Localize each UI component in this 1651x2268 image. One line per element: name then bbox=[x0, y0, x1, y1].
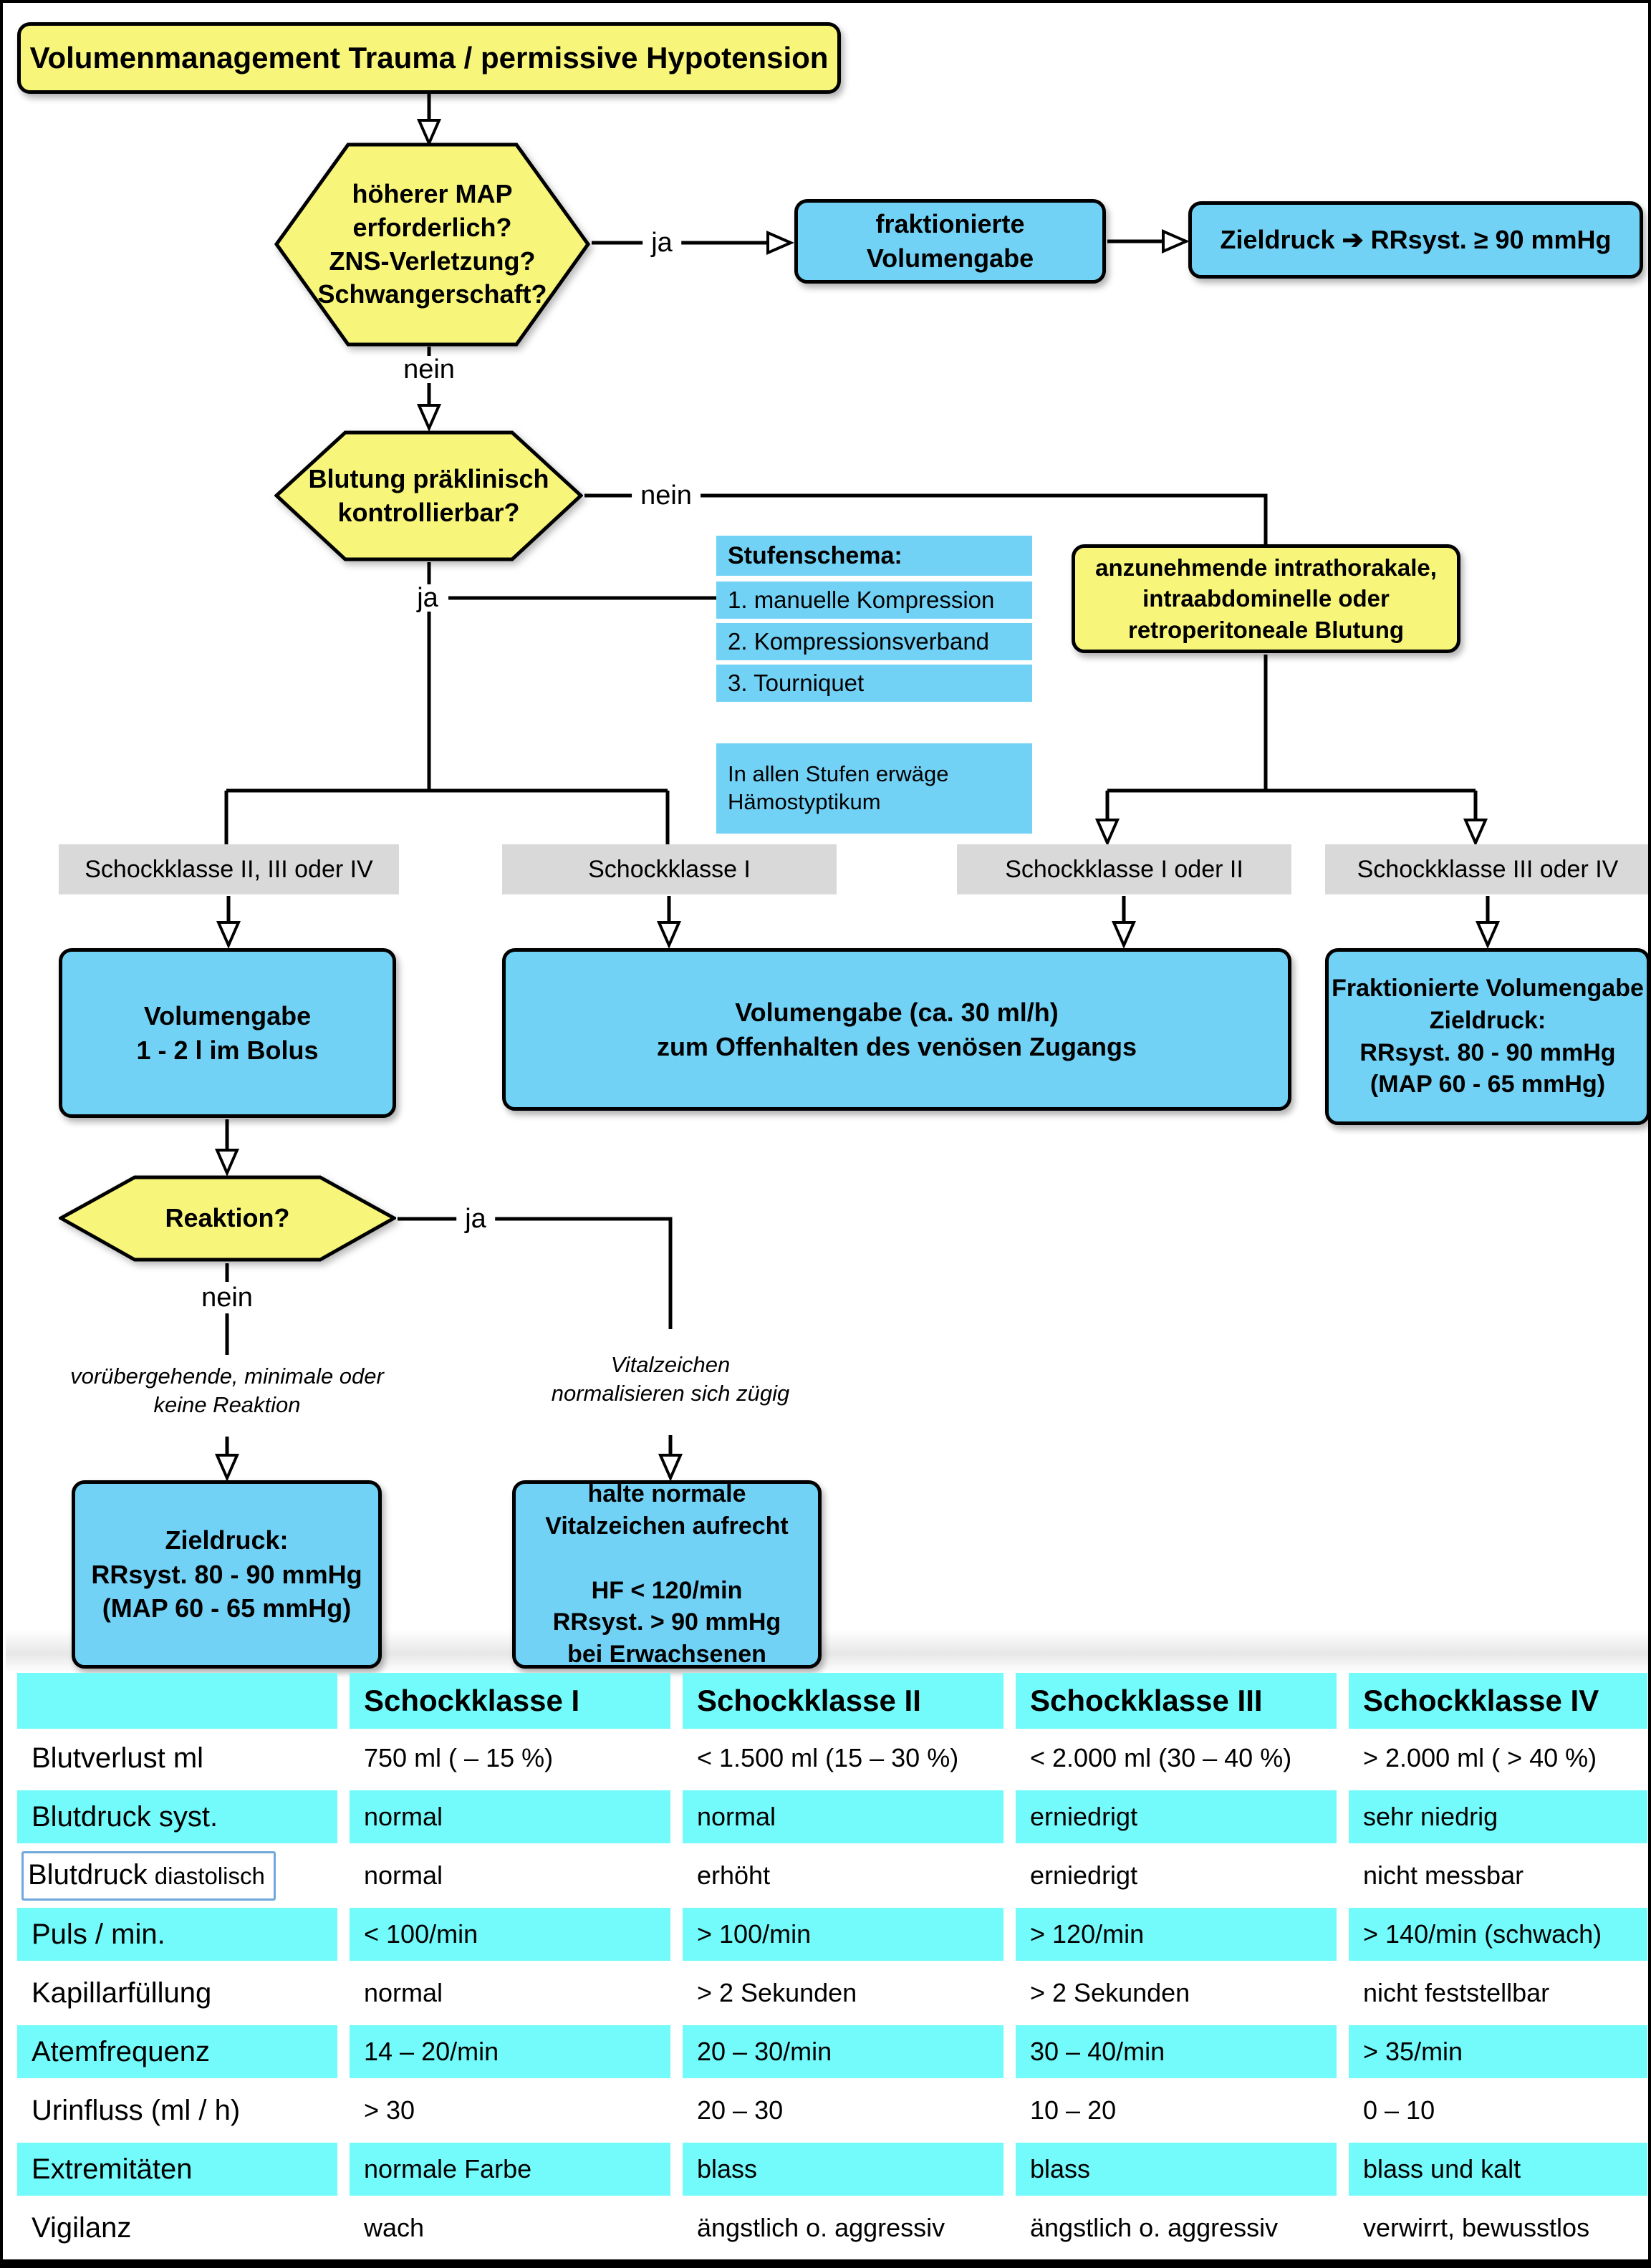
table-cell: erniedrigt bbox=[1016, 1790, 1337, 1843]
row-label-extremitaeten: Extremitäten bbox=[17, 2143, 337, 2196]
table-header-schockklasse-4: Schockklasse IV bbox=[1349, 1673, 1647, 1729]
table-cell: verwirrt, bewusstlos bbox=[1363, 2213, 1590, 2242]
stufenschema-item-1: 1. manuelle Kompression bbox=[716, 582, 1032, 619]
table-cell: > 2.000 ml ( > 40 %) bbox=[1363, 1743, 1597, 1772]
row-label-urinfluss: Urinfluss (ml / h) bbox=[32, 2094, 241, 2126]
table-cell: 750 ml ( – 15 %) bbox=[364, 1743, 554, 1772]
decision-reaktion-text: Reaktion? bbox=[165, 1203, 290, 1233]
label-ja-blutung: ja bbox=[408, 584, 447, 612]
row-label-kapillarfuellung: Kapillarfüllung bbox=[32, 1977, 212, 2009]
hexagon-shape bbox=[59, 1175, 396, 1262]
hexagon-shape bbox=[274, 430, 583, 561]
table-header-schockklasse-3: Schockklasse III bbox=[1016, 1673, 1337, 1729]
table-cell: nicht messbar bbox=[1363, 1861, 1524, 1890]
label-nein-map: nein bbox=[395, 356, 463, 383]
table-header-schockklasse-2: Schockklasse II bbox=[683, 1673, 1003, 1729]
table-cell: normale Farbe bbox=[350, 2143, 670, 2196]
box-volumengabe-offenhalten: Volumengabe (ca. 30 ml/h) zum Offenhalte… bbox=[502, 948, 1291, 1111]
stufenschema-item-2: 2. Kompressionsverband bbox=[716, 623, 1032, 660]
class-label-schockklasse-1-2: Schockklasse I oder II bbox=[957, 844, 1291, 894]
table-cell: wach bbox=[364, 2213, 425, 2242]
class-label-schockklasse-1: Schockklasse I bbox=[502, 844, 837, 894]
label-ja-reaktion: ja bbox=[456, 1205, 495, 1232]
table-cell: sehr niedrig bbox=[1349, 1790, 1647, 1843]
table-cell: normal bbox=[364, 1978, 443, 2007]
box-halte-normale-vitalzeichen: halte normale Vitalzeichen aufrecht HF <… bbox=[512, 1480, 822, 1669]
stufenschema-note-haemostyptikum: In allen Stufen erwäge Hämostyptikum bbox=[716, 743, 1032, 834]
row-label-blutdruck-diastolisch: Blutdruck diastolisch bbox=[17, 1849, 337, 1902]
table-cell: < 1.500 ml (15 – 30 %) bbox=[697, 1743, 959, 1772]
row-label-blutdruck-syst: Blutdruck syst. bbox=[17, 1790, 337, 1843]
label-ja-map: ja bbox=[642, 229, 681, 256]
stufenschema-header: Stufenschema: bbox=[716, 536, 1032, 576]
label-nein-blutung: nein bbox=[632, 482, 701, 509]
title-box: Volumenmanagement Trauma / permissive Hy… bbox=[17, 22, 841, 94]
row-label-puls: Puls / min. bbox=[17, 1908, 337, 1961]
table-cell: > 35/min bbox=[1349, 2025, 1647, 2078]
box-zieldruck-bottom: Zieldruck: RRsyst. 80 - 90 mmHg (MAP 60 … bbox=[72, 1480, 382, 1669]
box-zieldruck-90: Zieldruck ➔ RRsyst. ≥ 90 mmHg bbox=[1188, 201, 1643, 279]
decision-reaktion: Reaktion? bbox=[59, 1175, 396, 1262]
stufenschema-item-3: 3. Tourniquet bbox=[716, 665, 1032, 702]
label-nein-reaktion: nein bbox=[193, 1284, 261, 1311]
hexagon-shape bbox=[274, 143, 590, 347]
table-cell: blass und kalt bbox=[1349, 2143, 1647, 2196]
box-volumengabe-bolus: Volumengabe 1 - 2 l im Bolus bbox=[59, 948, 396, 1118]
box-fraktionierte-zieldruck: Fraktionierte Volumengabe Zieldruck: RRs… bbox=[1325, 948, 1648, 1125]
table-cell: 10 – 20 bbox=[1030, 2095, 1117, 2125]
class-label-schockklasse-2-3-4: Schockklasse II, III oder IV bbox=[59, 844, 399, 894]
row-label-vigilanz: Vigilanz bbox=[32, 2211, 132, 2244]
table-cell: blass bbox=[683, 2143, 1003, 2196]
table-cell: 20 – 30/min bbox=[683, 2025, 1003, 2078]
table-cell: > 2 Sekunden bbox=[1030, 1978, 1190, 2007]
table-cell: < 2.000 ml (30 – 40 %) bbox=[1030, 1743, 1292, 1772]
row-label-blutverlust: Blutverlust ml bbox=[32, 1742, 204, 1774]
table-cell: normal bbox=[364, 1861, 443, 1890]
table-cell: erniedrigt bbox=[1030, 1861, 1138, 1890]
table-cell: > 30 bbox=[364, 2095, 415, 2125]
box-fraktionierte-volumengabe: fraktionierte Volumengabe bbox=[794, 199, 1106, 284]
table-cell: > 140/min (schwach) bbox=[1349, 1908, 1647, 1961]
table-cell: erhöht bbox=[697, 1861, 771, 1890]
table-cell: nicht feststellbar bbox=[1363, 1978, 1550, 2007]
decision-hoeherer-map-text: höherer MAP erforderlich? ZNS-Verletzung… bbox=[317, 178, 547, 309]
table-cell: > 2 Sekunden bbox=[697, 1978, 857, 2007]
table-cell: 30 – 40/min bbox=[1016, 2025, 1337, 2078]
diastolisch-label-sub: diastolisch bbox=[154, 1862, 265, 1889]
table-header-empty bbox=[17, 1673, 337, 1729]
diastolisch-highlight-box: Blutdruck diastolisch bbox=[21, 1850, 276, 1901]
decision-blutung-text: Blutung präklinisch kontrollierbar? bbox=[308, 463, 549, 527]
box-anzunehmende-blutung: anzunehmende intrathorakale, intraabdomi… bbox=[1072, 544, 1460, 653]
table-cell: > 120/min bbox=[1016, 1908, 1337, 1961]
note-vitalzeichen-normalisieren: Vitalzeichen normalisieren sich zügig bbox=[506, 1351, 835, 1409]
table-cell: ängstlich o. aggressiv bbox=[697, 2213, 945, 2242]
table-cell: ängstlich o. aggressiv bbox=[1030, 2213, 1279, 2242]
decision-blutung-kontrollierbar: Blutung präklinisch kontrollierbar? bbox=[274, 430, 583, 561]
note-keine-reaktion: vorübergehende, minimale oder keine Reak… bbox=[59, 1362, 395, 1420]
table-header-schockklasse-1: Schockklasse I bbox=[350, 1673, 670, 1729]
table-cell: 0 – 10 bbox=[1363, 2095, 1435, 2125]
row-label-atemfrequenz: Atemfrequenz bbox=[17, 2025, 337, 2078]
table-cell: 20 – 30 bbox=[697, 2095, 784, 2125]
table-cell: blass bbox=[1016, 2143, 1337, 2196]
class-label-schockklasse-3-4: Schockklasse III oder IV bbox=[1325, 844, 1648, 894]
table-cell: > 100/min bbox=[683, 1908, 1003, 1961]
diastolisch-label-main: Blutdruck bbox=[28, 1858, 148, 1891]
table-cell: < 100/min bbox=[350, 1908, 670, 1961]
table-cell: 14 – 20/min bbox=[350, 2025, 670, 2078]
decision-hoeherer-map: höherer MAP erforderlich? ZNS-Verletzung… bbox=[274, 143, 590, 347]
shock-class-table: Schockklasse I Schockklasse II Schockkla… bbox=[17, 1673, 1647, 2254]
table-cell: normal bbox=[350, 1790, 670, 1843]
table-cell: normal bbox=[683, 1790, 1003, 1843]
